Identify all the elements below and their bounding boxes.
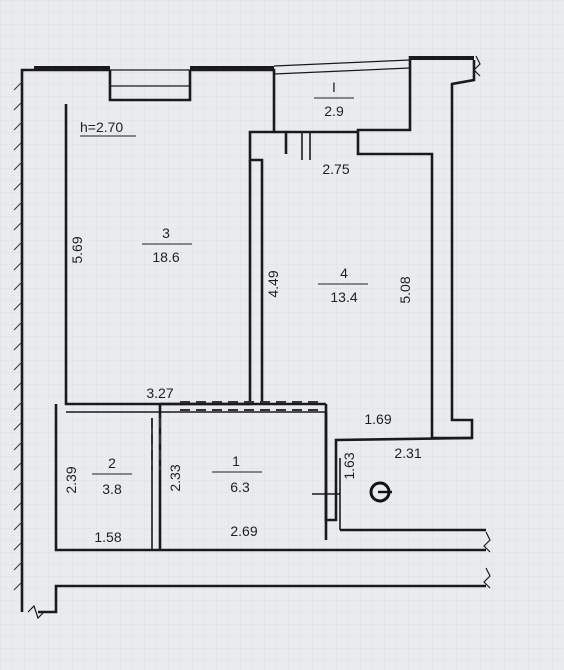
dim-room1-width: 2.69 [230, 523, 257, 539]
balcony-door [301, 132, 311, 160]
dim-room2-height: 2.39 [63, 466, 79, 493]
dim-room4-height: 5.08 [397, 276, 413, 303]
shaft-mark [312, 458, 341, 530]
walls [20, 56, 486, 614]
room-4-label: 4 13.4 [318, 265, 368, 305]
dim-room2-width: 1.58 [94, 529, 121, 545]
dim-room1-height: 2.33 [167, 464, 183, 491]
room-2-label: 2 3.8 [92, 455, 132, 497]
svg-text:1: 1 [232, 453, 240, 469]
svg-text:13.4: 13.4 [330, 289, 357, 305]
ceiling-height: h=2.70 [80, 119, 123, 135]
dim-hall-2-31: 2.31 [394, 445, 421, 461]
balcony-label: I 2.9 [314, 79, 354, 119]
svg-text:3: 3 [162, 225, 170, 241]
dim-room3-height: 5.69 [69, 236, 85, 263]
gas-meter-icon [369, 481, 392, 503]
room-3-label: 3 18.6 [142, 225, 192, 265]
dim-wall-4-49: 4.49 [265, 270, 281, 297]
dim-room3-width: 3.27 [146, 385, 173, 401]
svg-text:I: I [332, 79, 336, 95]
dim-balcony-width: 2.75 [322, 161, 349, 177]
door-openings [151, 401, 320, 470]
dim-hall-1-63: 1.63 [341, 452, 357, 479]
break-marks [27, 55, 491, 620]
svg-text:2: 2 [108, 455, 116, 471]
room-1-label: 1 6.3 [212, 453, 262, 495]
svg-text:6.3: 6.3 [230, 479, 250, 495]
svg-text:3.8: 3.8 [102, 481, 122, 497]
svg-text:2.9: 2.9 [324, 103, 344, 119]
dim-hall-1-69: 1.69 [364, 411, 391, 427]
hatch-left [13, 81, 23, 591]
svg-text:18.6: 18.6 [152, 249, 179, 265]
svg-text:4: 4 [340, 265, 348, 281]
